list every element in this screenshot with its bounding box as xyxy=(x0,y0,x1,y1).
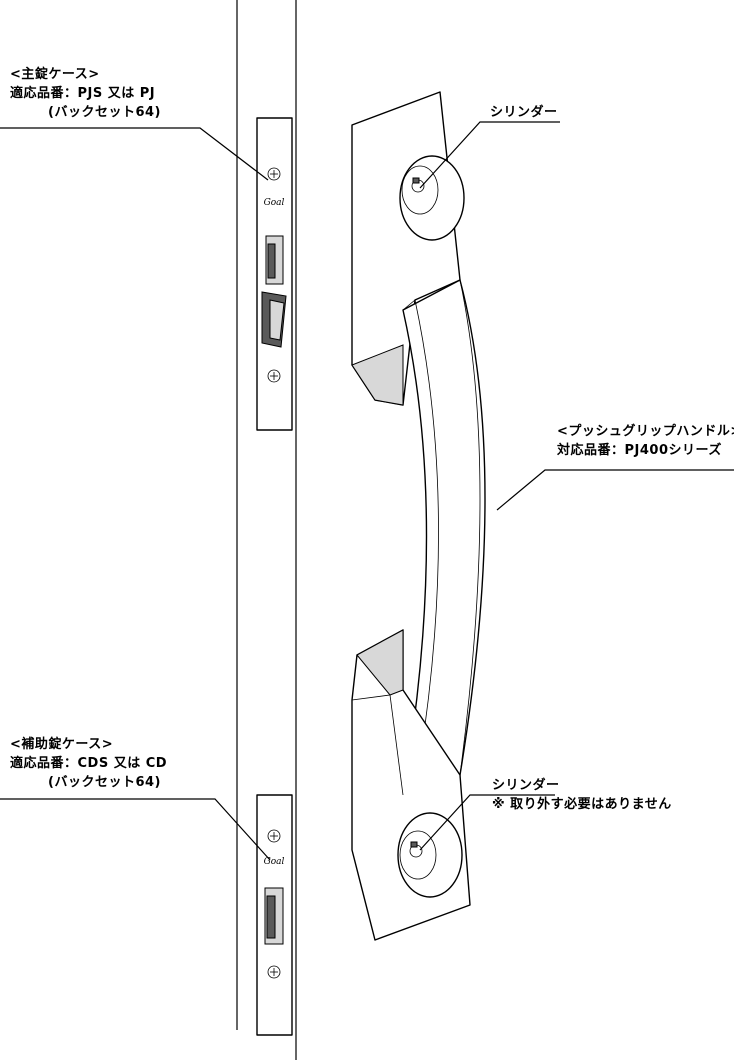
aux-lock-case-backset: (バックセット64) xyxy=(48,775,161,790)
aux-lock-faceplate: Goal xyxy=(256,794,293,1036)
main-lock-case-label: <主錠ケース> 適応品番：PJS 又は PJ (バックセット64) xyxy=(10,65,161,122)
main-lock-case-backset: (バックセット64) xyxy=(48,105,161,120)
aux-lock-case-models: 適応品番：CDS 又は CD xyxy=(10,756,168,771)
main-lock-case-title: <主錠ケース> xyxy=(10,67,100,82)
svg-text:Goal: Goal xyxy=(264,857,285,867)
leader-lines xyxy=(0,121,734,861)
cylinder-bottom-text: シリンダー xyxy=(492,778,560,793)
main-lock-case-models: 適応品番：PJS 又は PJ xyxy=(10,86,156,101)
handle-label: <プッシュグリップハンドル> 対応品番：PJ400シリーズ xyxy=(557,422,734,460)
plate-logo: Goal xyxy=(264,198,285,208)
main-lock-faceplate: Goal xyxy=(256,117,293,431)
cylinder-bottom-label: シリンダー ※ 取り外す必要はありません xyxy=(492,776,672,814)
door-edge xyxy=(236,0,297,1060)
push-grip-handle xyxy=(351,91,486,941)
cylinder-bottom-note: ※ 取り外す必要はありません xyxy=(492,797,672,812)
cylinder-top-label: シリンダー xyxy=(490,103,558,122)
handle-models: 対応品番：PJ400シリーズ xyxy=(557,443,722,458)
aux-lock-case-label: <補助錠ケース> 適応品番：CDS 又は CD (バックセット64) xyxy=(10,735,167,792)
cylinder-top-text: シリンダー xyxy=(490,105,558,120)
aux-lock-case-title: <補助錠ケース> xyxy=(10,737,114,752)
handle-title: <プッシュグリップハンドル> xyxy=(557,424,734,439)
